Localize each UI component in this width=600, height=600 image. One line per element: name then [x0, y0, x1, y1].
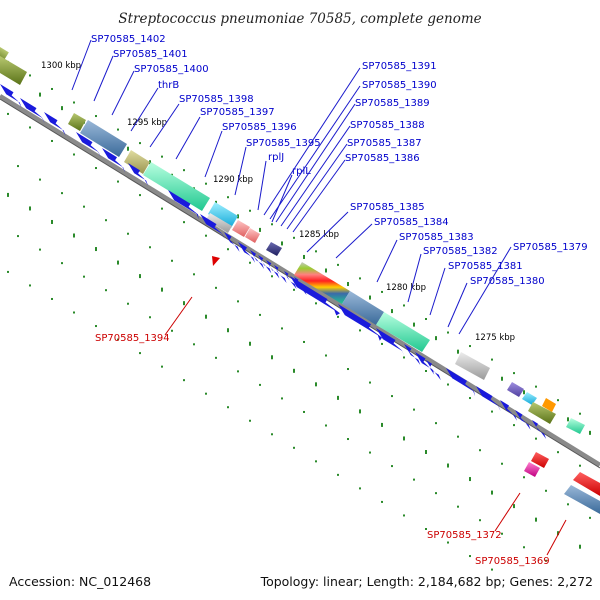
gene-labels: SP70585_1402 SP70585_1401 SP70585_1400 t…	[71, 34, 588, 567]
gene-label: SP70585_1385	[350, 202, 425, 213]
ruler: 1300 kbp 1295 kbp 1290 kbp 1285 kbp 1280…	[41, 61, 515, 343]
gene-arrow	[290, 276, 340, 316]
genome-backbone	[0, 94, 600, 467]
gene-label: SP70585_1388	[350, 120, 425, 131]
gene-arrow	[76, 132, 101, 158]
gene-arrow	[0, 84, 22, 108]
gene-block-pink	[245, 228, 260, 243]
gene-block-multi	[294, 262, 350, 304]
gene-arrow	[446, 368, 476, 397]
gene-block-steel	[80, 120, 127, 157]
gene-arrow	[515, 410, 531, 430]
gene-block-olive	[528, 402, 556, 424]
gene-block-navy	[266, 242, 282, 256]
gene-block-olive-small	[68, 113, 86, 131]
gene-arrow	[426, 360, 441, 381]
gene-label: SP70585_1402	[91, 34, 166, 45]
tick-marks	[7, 60, 591, 571]
gene-block-grey	[206, 213, 232, 233]
gene-block-steel	[564, 485, 600, 514]
gene-label: SP70585_1390	[362, 80, 437, 91]
gene-arrow	[284, 271, 297, 289]
gene-label: SP70585_1383	[399, 232, 474, 243]
gene-arrow	[250, 250, 265, 269]
gene-arrow	[102, 148, 126, 173]
gene-arrow	[500, 400, 518, 421]
gene-arrow	[238, 242, 256, 263]
gene-label: SP70585_1382	[423, 246, 498, 257]
gene-block-sky	[522, 392, 537, 405]
gene-label: SP70585_1400	[134, 64, 209, 75]
gene-block-khaki	[124, 150, 150, 174]
accession-text: Accession: NC_012468	[9, 574, 151, 589]
gene-label: SP70585_1386	[345, 153, 420, 164]
gene-arrow	[532, 420, 547, 439]
gene-block-teal	[143, 162, 210, 211]
gene-label-red: SP70585_1369	[475, 556, 550, 567]
gene-arrow	[404, 344, 421, 365]
ruler-label: 1295 kbp	[127, 118, 167, 128]
gene-label: SP70585_1396	[222, 122, 297, 133]
gene-label: SP70585_1389	[355, 98, 430, 109]
gene-block-olive	[0, 56, 27, 85]
gene-arrow	[20, 98, 45, 124]
gene-arrow	[338, 304, 382, 341]
gene-label: SP70585_1387	[347, 138, 422, 149]
gene-label: SP70585_1395	[246, 138, 321, 149]
gene-block-red	[531, 452, 549, 468]
gene-arrow	[258, 255, 272, 274]
gene-arrow	[376, 328, 405, 357]
gene-label: SP70585_1397	[200, 107, 275, 118]
gene-arrows	[0, 84, 547, 439]
gene-label-red: SP70585_1372	[427, 530, 502, 541]
gene-label: SP70585_1391	[362, 61, 437, 72]
gene-block-sky	[208, 202, 238, 228]
gene-arrow	[44, 112, 66, 136]
gene-label: SP70585_1381	[448, 261, 523, 272]
summary-text: Topology: linear; Length: 2,184,682 bp; …	[260, 574, 593, 589]
ruler-label: 1300 kbp	[41, 61, 81, 71]
gene-label: rplJ	[268, 152, 284, 163]
gene-label: SP70585_1384	[374, 217, 449, 228]
ruler-label: 1275 kbp	[475, 333, 515, 343]
gene-block-purple	[507, 382, 524, 397]
gene-arrow	[168, 190, 199, 220]
gene-arrow	[476, 386, 501, 412]
gene-label: SP70585_1380	[470, 276, 545, 287]
gene-label: thrB	[158, 80, 179, 91]
ruler-label: 1280 kbp	[386, 283, 426, 293]
ruler-label: 1285 kbp	[299, 230, 339, 240]
map-title: Streptococcus pneumoniae 70585, complete…	[118, 11, 481, 27]
gene-block-red	[573, 472, 600, 496]
gene-label: SP70585_1401	[113, 49, 188, 60]
gene-block-magenta	[524, 462, 540, 477]
gene-label: SP70585_1379	[513, 242, 588, 253]
gene-arrow	[200, 214, 225, 240]
gene-block-steel	[342, 291, 384, 325]
gene-block-pink	[232, 220, 250, 237]
gene-arrow	[266, 260, 280, 279]
ruler-label: 1290 kbp	[213, 175, 253, 185]
gene-arrow	[224, 232, 240, 252]
gene-label: SP70585_1398	[179, 94, 254, 105]
gene-block-grey	[455, 352, 490, 380]
gene-arrow	[128, 163, 149, 186]
feature-track	[0, 23, 600, 514]
gene-block-teal	[566, 418, 585, 434]
gene-block-teal	[376, 312, 430, 352]
gene-label-red: SP70585_1394	[95, 333, 170, 344]
gene-block-orange	[542, 398, 556, 412]
gene-arrow	[274, 265, 287, 283]
red-gene-marker	[212, 256, 220, 266]
gene-arrow	[415, 352, 435, 375]
